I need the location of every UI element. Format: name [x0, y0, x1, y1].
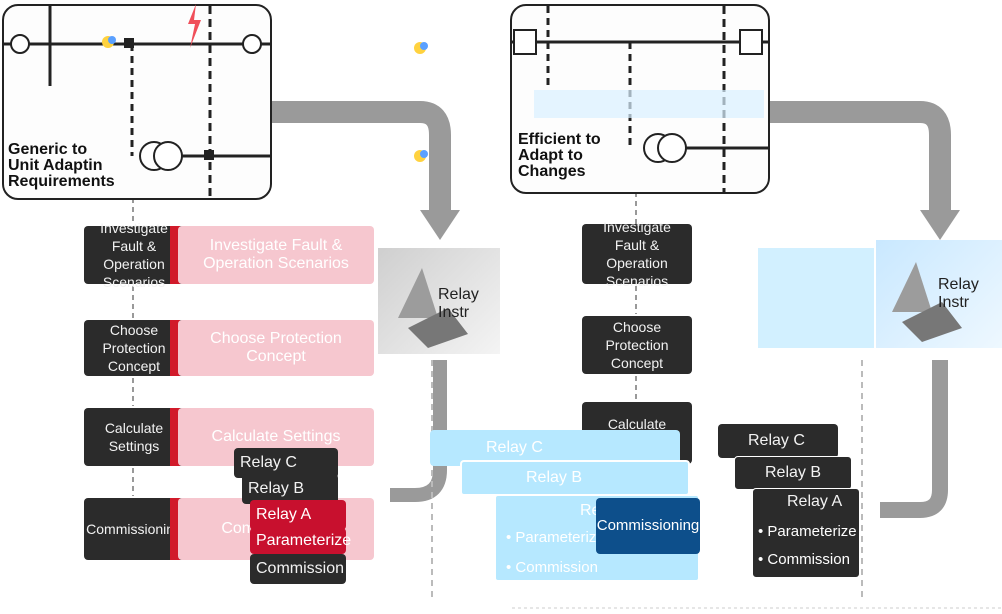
right-step-2: Choose Protection Concept [582, 316, 692, 374]
left-relay-c: Relay C [234, 448, 338, 478]
flow-arrow-left-return [390, 360, 447, 502]
left-step-3-dark: Calculate Settings [84, 408, 184, 466]
right-blue-commission: • Commission [506, 559, 598, 576]
flow-arrow-left-top [270, 101, 451, 215]
left-panel-title-line-2: Unit Adaptin [8, 157, 103, 174]
sparkle-icon-3 [410, 146, 430, 166]
right-dark-commission: • Commission [758, 551, 850, 568]
flow-arrow-right-return [880, 360, 948, 518]
flow-arrow-right-top [770, 101, 951, 215]
fault-lightning-icon [186, 4, 202, 48]
left-relay-instruction-card: Relay Instr [378, 248, 500, 354]
left-step-1-band [170, 226, 180, 284]
left-step-2-band [170, 320, 180, 376]
right-dark-commission-text: Commission [767, 551, 850, 568]
right-relay-instruction-card: Relay Instr [876, 240, 1002, 348]
left-network-diagram [4, 6, 270, 198]
left-parameterize: Parameterize [250, 528, 351, 554]
right-dark-relay-c: Relay C [718, 424, 838, 458]
left-step-4-dark: Commissioning [84, 498, 184, 560]
right-blue-parameterize: • Parameterize [506, 529, 605, 546]
right-relay-highlight [758, 248, 874, 348]
right-step-4: Commissioning [596, 498, 700, 554]
left-commission: Commission [250, 554, 346, 584]
left-step-1-red: Investigate Fault & Operation Scenarios [178, 226, 374, 284]
arrowhead-right-top [920, 210, 960, 240]
arrowhead-left-top [420, 210, 460, 240]
right-dark-parameterize: • Parameterize [758, 523, 857, 540]
right-panel-title-line-3: Changes [518, 163, 586, 180]
sparkle-icon [98, 32, 118, 52]
left-step-1-dark: Investigate Fault & Operation Scenarios [84, 220, 184, 290]
relay-device-icon [398, 268, 468, 348]
right-blue-parameterize-text: Parameterize [515, 529, 605, 546]
left-network-panel: Generic to Unit Adaptin Requirements [2, 4, 272, 200]
right-dark-parameterize-text: Parameterize [767, 523, 857, 540]
right-panel-highlight [534, 90, 764, 118]
right-blue-commission-text: Commission [515, 559, 598, 576]
left-relay-a: Relay A [250, 500, 346, 530]
left-relay-b: Relay B [242, 474, 338, 504]
right-panel-title-line-1: Efficient to [518, 131, 601, 148]
left-step-4-band [170, 498, 180, 560]
right-dark-relay-a: Relay A [752, 488, 860, 578]
relay-device-icon-right [892, 262, 962, 342]
right-relay-label: Relay Instr [938, 276, 979, 311]
right-panel-title-line-2: Adapt to [518, 147, 583, 164]
left-panel-title-line-3: Requirements [8, 173, 115, 190]
sparkle-icon-2 [410, 38, 430, 58]
right-step-1: Investigate Fault & Operation Scenarios [582, 219, 692, 289]
left-step-3-band [170, 408, 180, 466]
left-step-2-dark: Choose Protection Concept [84, 320, 184, 376]
left-relay-label: Relay Instr [438, 286, 479, 321]
left-step-2-red: Choose Protection Concept [178, 320, 374, 376]
right-dark-relay-b: Relay B [734, 456, 852, 490]
left-panel-title-line-1: Generic to [8, 141, 88, 158]
right-blue-relay-b: Relay B [460, 460, 690, 496]
left-relay-stack: Relay C Relay B Relay A Parameterize Com… [234, 448, 351, 588]
